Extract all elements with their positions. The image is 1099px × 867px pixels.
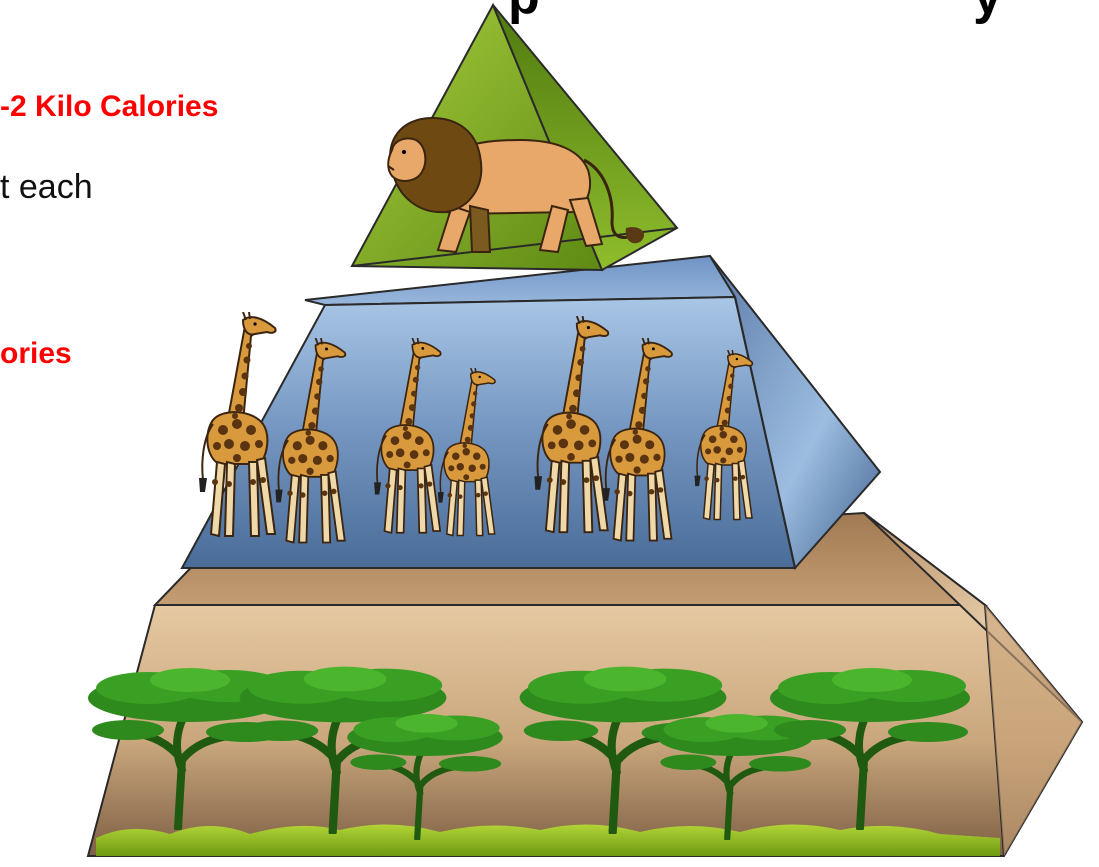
pyramid-top-level: [352, 5, 677, 270]
pyramid-middle-level: [182, 256, 880, 568]
